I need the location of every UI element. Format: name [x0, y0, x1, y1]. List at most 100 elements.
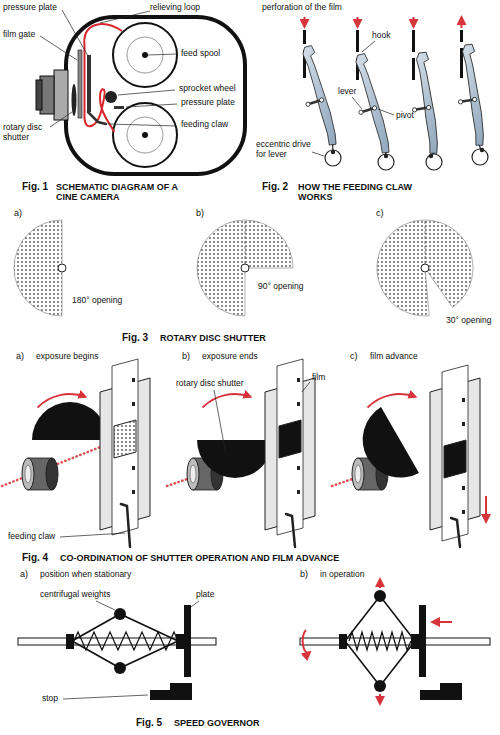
leader-line — [126, 104, 177, 107]
part-label: hook — [372, 31, 390, 41]
leader-line — [100, 11, 150, 23]
part-label: feed spool — [180, 49, 221, 59]
label-anchor: feed spool — [180, 49, 221, 59]
leader-line — [352, 97, 362, 109]
figure-number: Fig. 3 — [122, 332, 148, 344]
label-anchor: SCHEMATIC DIAGRAM OF A CINE CAMERA — [56, 182, 196, 203]
part-label: feeding claw — [180, 120, 229, 130]
label-anchor: eccentric drive for lever — [256, 140, 316, 160]
perforation — [462, 486, 465, 490]
eccentric-pin — [429, 154, 432, 157]
label-anchor: CO-ORDINATION OF SHUTTER OPERATION AND F… — [60, 553, 339, 563]
part-label: stop — [42, 694, 58, 704]
arrow — [413, 17, 415, 27]
panel-letter: a) — [20, 569, 28, 579]
film-frame — [114, 420, 136, 458]
camera-body — [66, 17, 245, 174]
perforations — [297, 378, 300, 494]
feeding-claw — [286, 514, 295, 547]
pressure-plate — [87, 55, 91, 112]
opening-label: 30° opening — [446, 316, 491, 326]
label-anchor: rotary disc shutter — [3, 123, 53, 143]
label-anchor: 30° opening — [446, 316, 491, 326]
arrow — [357, 17, 359, 27]
collar — [176, 634, 184, 649]
leader-line — [118, 90, 175, 95]
shutter-film-coordination — [2, 359, 486, 547]
collar — [411, 634, 419, 649]
stop — [150, 683, 192, 700]
rotation-arrow — [203, 394, 251, 407]
arrow — [304, 17, 306, 27]
part-label: film gate — [3, 30, 35, 40]
eccentric-wheel — [472, 149, 488, 165]
perforation — [462, 422, 465, 426]
film-strip — [460, 30, 463, 78]
label-anchor: exposure ends — [202, 352, 258, 362]
leader-lines — [63, 601, 199, 699]
part-label: centrifugal weights — [40, 590, 110, 600]
rotary-disc-shutter — [363, 407, 419, 478]
figure-caption: ROTARY DISC SHUTTER — [160, 333, 266, 343]
label-anchor: a) — [20, 569, 28, 579]
part-label: rotary disc shutter — [176, 379, 244, 389]
panel-letter: c) — [350, 351, 358, 361]
label-anchor: film gate — [3, 30, 35, 40]
eccentric-pin — [331, 150, 334, 153]
leader-line — [378, 109, 394, 115]
feeding-claw-sequence — [303, 17, 497, 170]
plate — [419, 605, 426, 677]
shutter-disc — [14, 220, 62, 316]
collar — [339, 634, 347, 649]
eccentric-wheel — [325, 150, 341, 166]
part-label: rotary disc shutter — [3, 123, 53, 143]
panel-letter: a) — [16, 351, 24, 361]
rotation-arrow — [368, 394, 416, 407]
label-anchor: in operation — [320, 570, 364, 580]
label-anchor: a) — [16, 351, 24, 361]
shutter-hub — [58, 264, 66, 272]
eccentric-wheel — [378, 154, 394, 170]
perforation — [297, 466, 300, 470]
panel-title: exposure ends — [202, 352, 258, 362]
eccentric-pin — [480, 148, 483, 151]
governor-arms — [72, 614, 178, 668]
eccentric-pin — [384, 154, 387, 157]
reference-line — [245, 220, 246, 264]
part-label: sprocket wheel — [178, 84, 237, 94]
leader-lines — [60, 382, 310, 537]
label-anchor: c) — [350, 351, 358, 361]
label-anchor: SPEED GOVERNOR — [174, 718, 260, 728]
panel-letter: a) — [14, 208, 22, 218]
label-anchor: position when stationary — [40, 570, 131, 580]
leader-line — [302, 382, 310, 392]
perforation — [297, 490, 300, 494]
claw-lever — [450, 43, 497, 146]
leader-line — [62, 10, 88, 56]
eccentric-wheel — [426, 154, 442, 170]
label-anchor: perforation of the film — [262, 3, 342, 13]
motion-arrows — [305, 17, 462, 28]
label-anchor: plate — [196, 590, 214, 600]
leader-line — [108, 124, 177, 126]
perforation — [297, 402, 300, 406]
figure-caption: SPEED GOVERNOR — [174, 718, 260, 728]
label-anchor: pressure plate — [3, 3, 57, 13]
leader-lines — [40, 10, 177, 127]
pressure-plate — [114, 106, 124, 109]
rotation-arrow — [303, 630, 310, 653]
panel-title: exposure begins — [36, 352, 98, 362]
panel-title: film advance — [370, 352, 418, 362]
feed-spool — [113, 23, 177, 87]
panel-title: position when stationary — [40, 570, 131, 580]
leader-line — [50, 112, 72, 127]
shutter-disc — [377, 220, 473, 316]
label-anchor: film — [312, 373, 325, 383]
label-anchor: 90° opening — [258, 282, 303, 292]
film-gate — [78, 50, 82, 118]
leader-line — [312, 152, 324, 156]
panel-letter: b) — [182, 351, 190, 361]
leader-line — [191, 601, 199, 607]
take-up-spool — [113, 103, 177, 167]
